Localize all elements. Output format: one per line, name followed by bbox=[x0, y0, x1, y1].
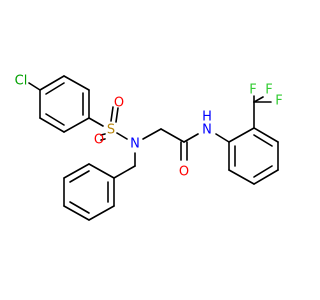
chlorine-label: Cl bbox=[15, 74, 28, 89]
sulfonyl-group bbox=[100, 106, 119, 141]
oxygen-label-carbonyl: O bbox=[179, 165, 189, 180]
ring-s-bond bbox=[88, 117, 104, 127]
carbonyl-n-bond bbox=[183, 133, 199, 143]
ch2-ring-bond bbox=[113, 165, 136, 179]
benzyl-ring bbox=[63, 163, 115, 221]
background bbox=[0, 0, 300, 300]
s-n-bond bbox=[116, 132, 128, 140]
sulfur-label: S bbox=[107, 123, 115, 138]
nitrogen-label-sulfonamide: N bbox=[130, 137, 140, 152]
n-aryl-bond bbox=[215, 133, 230, 143]
chlorophenyl-ring bbox=[39, 75, 90, 133]
oxygen-label-sulfonyl-left: O bbox=[94, 133, 104, 148]
fluorine-label-top-right: F bbox=[265, 83, 272, 98]
hydrogen-label-amide: H bbox=[202, 110, 212, 125]
n-ch2-chain-bond bbox=[142, 128, 162, 140]
ch2-carbonyl-bond bbox=[160, 128, 185, 143]
cf3-f-top-right-bond bbox=[253, 96, 264, 103]
cl-bond bbox=[28, 82, 41, 91]
fluorine-label-top-left: F bbox=[249, 83, 256, 98]
trifluoromethylphenyl-ring bbox=[228, 127, 279, 185]
molecule-diagram: Cl O S O N N H O F F F bbox=[0, 0, 300, 300]
nitrogen-label-amide: N bbox=[202, 123, 212, 138]
fluorine-label-right: F bbox=[275, 94, 282, 109]
structure-canvas: Cl O S O N N H O F F F bbox=[0, 0, 300, 300]
oxygen-label-sulfonyl-right: O bbox=[114, 96, 124, 111]
